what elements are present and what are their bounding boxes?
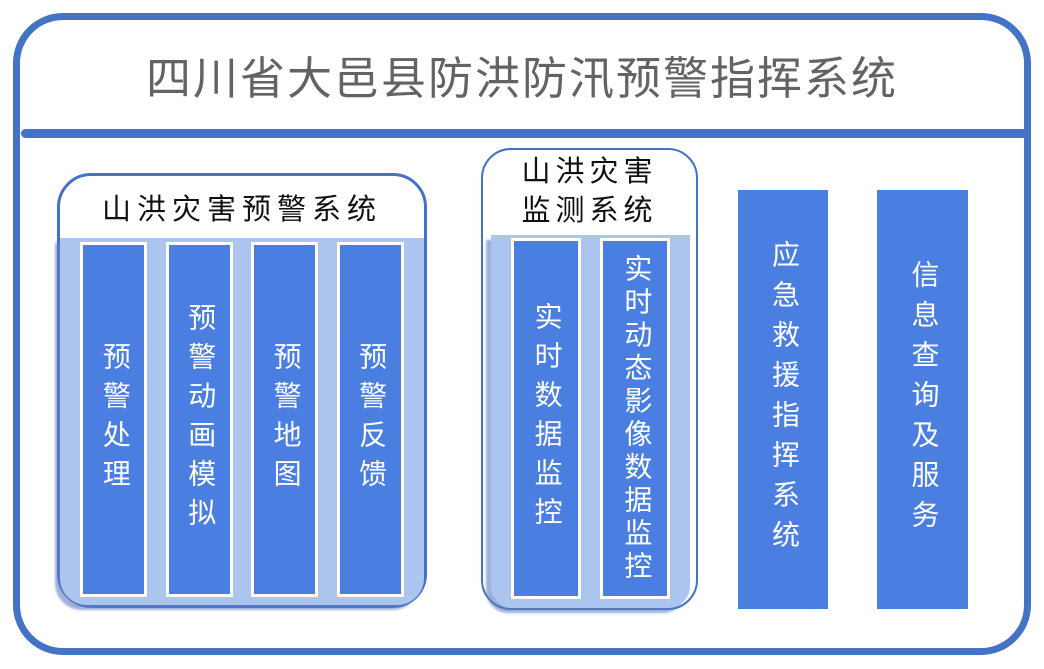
bar-warning-map-label: 预警地图 (269, 341, 301, 498)
page-title: 四川省大邑县防洪防汛预警指挥系统 (145, 53, 898, 104)
bar-emergency-rescue-command-system: 应急救援指挥系统 (738, 190, 828, 609)
bar-warning-feedback-label: 预警反馈 (355, 341, 387, 498)
panel-flood-monitoring-title: 山洪灾害 监测系统 (483, 150, 696, 234)
bar-realtime-dynamic-image-monitoring: 实时动态影像数据监控 (600, 238, 671, 599)
bar-warning-animation-simulation: 预警动画模拟 (165, 242, 233, 597)
bar-warning-processing-label: 预警处理 (98, 341, 130, 498)
panel-flood-warning-title: 山洪灾害预警系统 (101, 194, 382, 226)
bar-emergency-rescue-command-system-label: 应急救援指挥系统 (768, 239, 799, 560)
panel-flood-monitoring-title-line2: 监测系统 (521, 195, 658, 227)
panel-flood-warning-system: 山洪灾害预警系统 预警处理 预警动画模拟 预警地图 预警反馈 (57, 173, 427, 608)
title-divider (21, 129, 1028, 138)
bar-information-query-and-service: 信息查询及服务 (877, 190, 968, 609)
bar-warning-processing: 预警处理 (80, 242, 148, 597)
bar-realtime-dynamic-image-monitoring-label: 实时动态影像数据监控 (620, 253, 652, 584)
bar-warning-animation-simulation-label: 预警动画模拟 (184, 302, 216, 537)
panel-flood-monitoring-system: 山洪灾害 监测系统 实时数据监控 实时动态影像数据监控 (481, 148, 698, 610)
bar-realtime-data-monitoring: 实时数据监控 (510, 238, 581, 599)
bar-warning-feedback: 预警反馈 (336, 242, 404, 597)
panel-flood-warning-body: 预警处理 预警动画模拟 预警地图 预警反馈 (60, 238, 424, 605)
panel-flood-monitoring-title-line1: 山洪灾害 (521, 156, 658, 188)
bar-warning-map: 预警地图 (251, 242, 319, 597)
bar-realtime-data-monitoring-label: 实时数据监控 (530, 301, 562, 536)
panel-flood-monitoring-body: 实时数据监控 实时动态影像数据监控 (491, 235, 690, 608)
bar-information-query-and-service-label: 信息查询及服务 (907, 259, 939, 540)
